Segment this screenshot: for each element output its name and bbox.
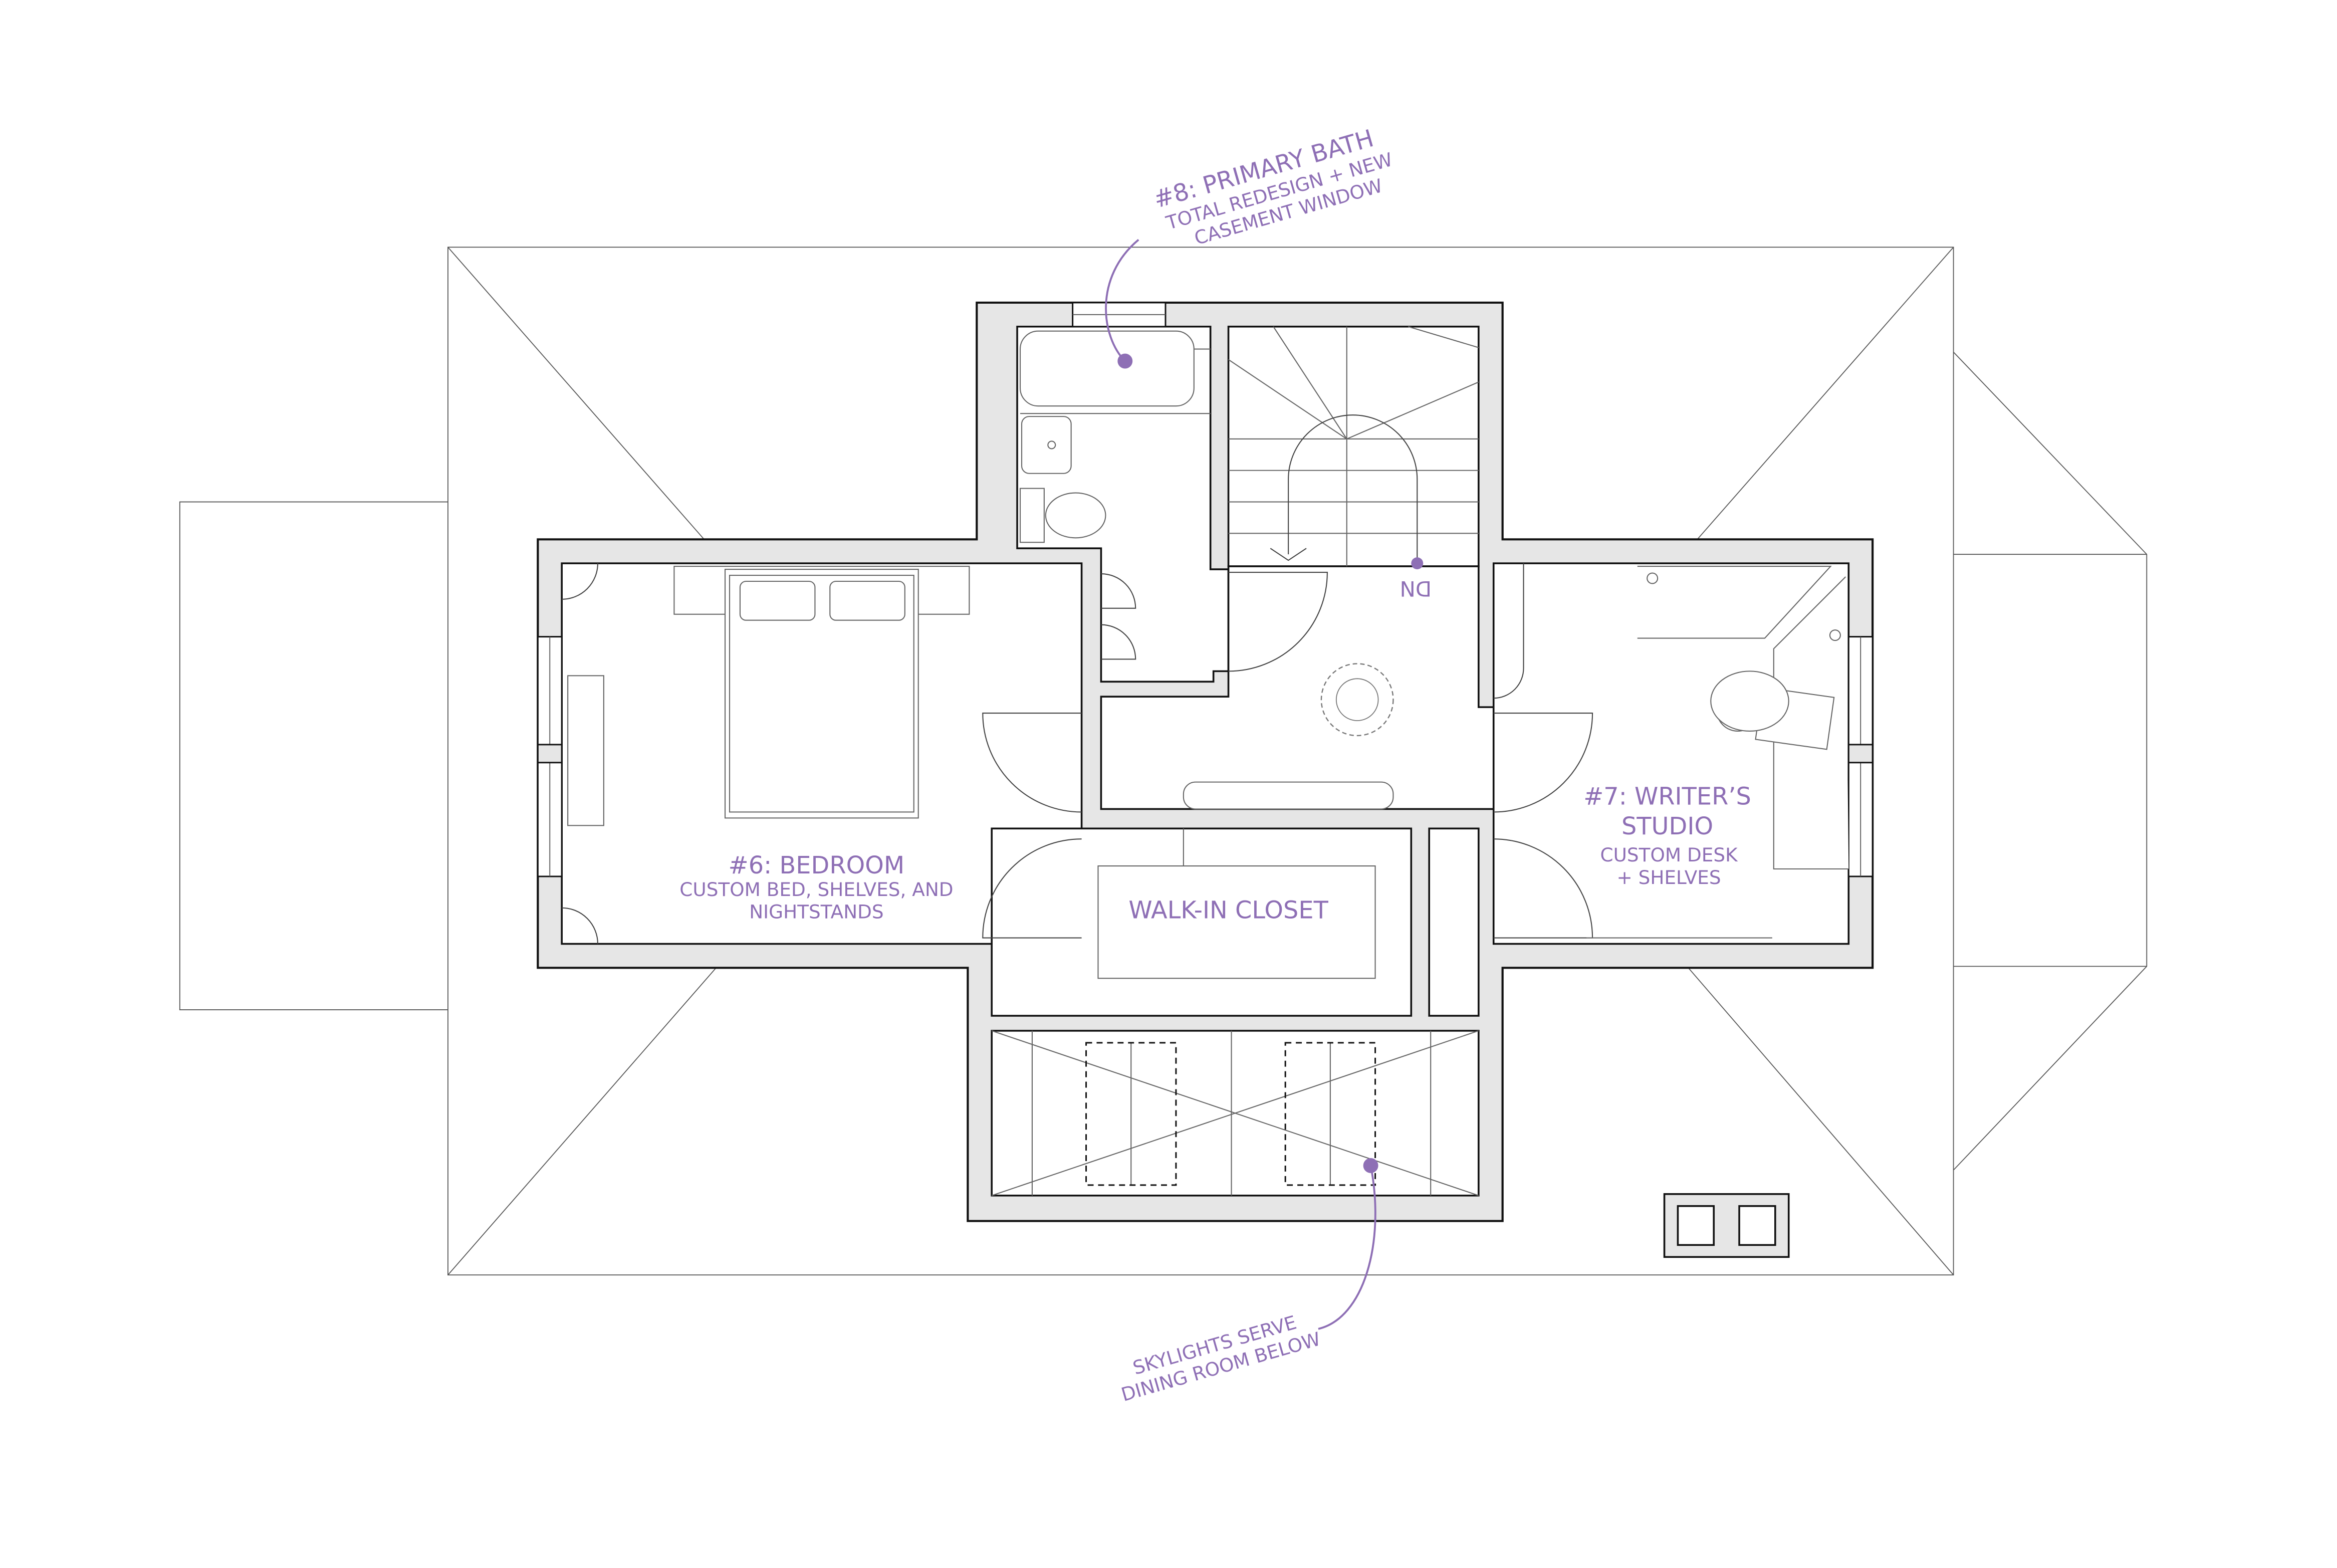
bath-room — [1016, 325, 1230, 683]
door-swings — [562, 563, 1593, 944]
bedroom-title: #6: BEDROOM — [729, 852, 904, 879]
skylights — [991, 1030, 1479, 1196]
bed — [567, 566, 970, 826]
bedroom-note-1: CUSTOM BED, SHELVES, AND — [679, 878, 953, 901]
closet-shelf — [1097, 865, 1376, 979]
ceiling-light — [1320, 663, 1394, 737]
studio-note-2: + SHELVES — [1616, 866, 1721, 888]
chimney — [1663, 1193, 1790, 1258]
bath-leader-line — [1105, 239, 1139, 362]
bath-fixtures — [1019, 330, 1211, 543]
small-closet-room — [1428, 827, 1480, 1017]
stair-down-label: DN — [1400, 576, 1432, 601]
skylight-leader-line — [1318, 1165, 1376, 1330]
studio-title-2: STUDIO — [1621, 813, 1713, 840]
closet-title: WALK-IN CLOSET — [1128, 897, 1328, 925]
windows — [537, 302, 1874, 877]
stair-room — [1227, 325, 1480, 567]
studio-title-1: #7: WRITER’S — [1583, 783, 1751, 810]
staircase: DN — [1228, 326, 1479, 601]
writer-desk — [1637, 566, 1849, 870]
studio-note-1: CUSTOM DESK — [1600, 844, 1739, 866]
bedroom-note-2: NIGHTSTANDS — [749, 901, 883, 923]
roof-outline — [179, 247, 2148, 1276]
